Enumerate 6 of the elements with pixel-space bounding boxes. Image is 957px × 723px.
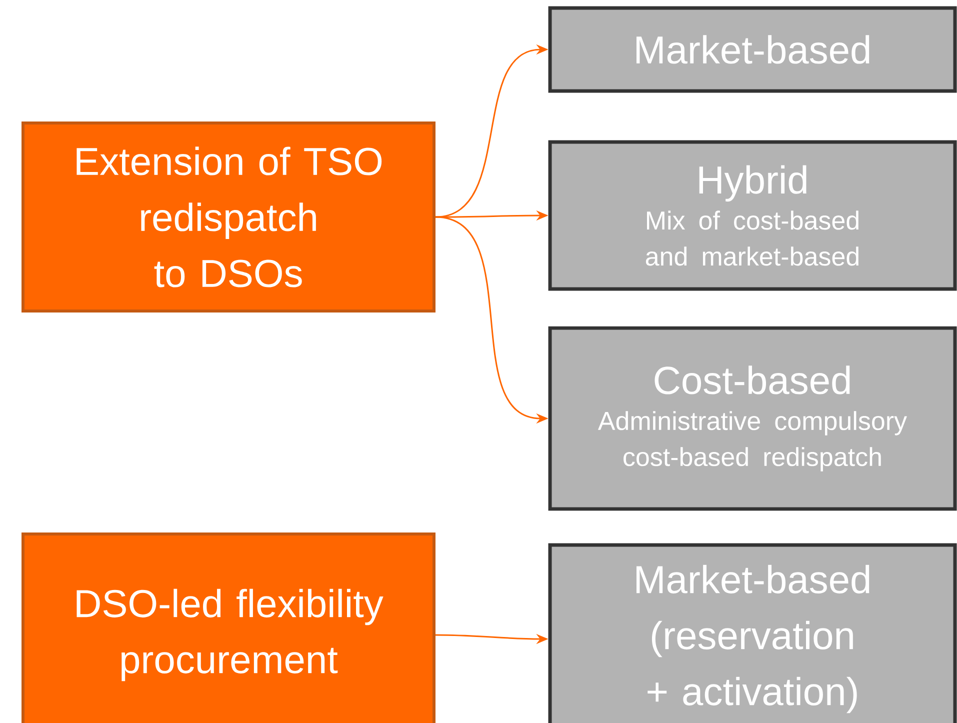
process-box: DSO-led flexibility procurement [22, 532, 436, 723]
outcome-box: Market-based [548, 6, 957, 93]
process-box: Extension of TSO redispatch to DSOs [22, 122, 436, 312]
outcome-box: Market-based (reservation + activation) [548, 543, 957, 723]
outcome-box: Cost-based Administrative compulsory cost-based redispatch [548, 326, 957, 511]
outcome-box: Hybrid Mix of cost-based and market-based [548, 140, 957, 291]
